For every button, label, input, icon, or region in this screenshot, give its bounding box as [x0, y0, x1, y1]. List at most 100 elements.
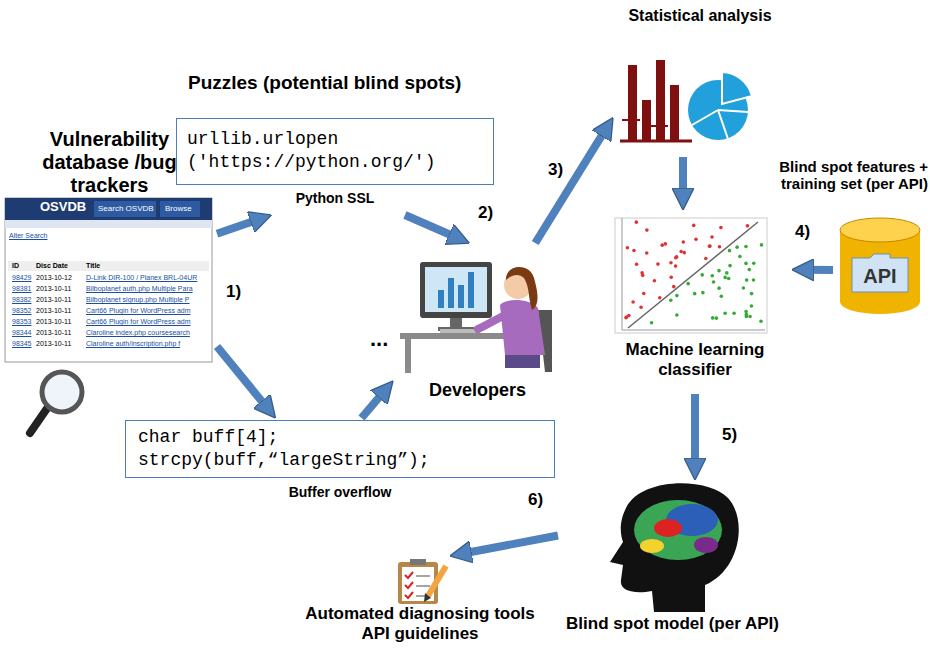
node-text: Machine learning classifier	[600, 340, 790, 379]
data-point	[631, 300, 635, 304]
data-point	[711, 316, 715, 320]
data-point	[717, 269, 721, 273]
data-point	[675, 255, 679, 259]
screenshot-banner	[5, 198, 212, 220]
table-cell: D-Link DIR-100 / Planex BRL-04UR	[86, 274, 197, 282]
data-point	[748, 315, 752, 319]
table-cell: 2013-10-11	[36, 329, 71, 337]
flow-arrow	[804, 266, 833, 274]
data-point	[700, 273, 704, 277]
data-point	[718, 245, 722, 249]
node-text: Blind spot model (per API)	[560, 614, 785, 634]
data-point	[693, 292, 697, 296]
data-point	[642, 292, 646, 296]
screenshot-tab	[160, 201, 200, 217]
data-point	[744, 245, 748, 249]
tools-node: Automated diagnosing tools API guideline…	[290, 558, 550, 648]
data-point	[640, 271, 644, 275]
table-cell: Bilboplanet signup.php Multiple P	[86, 296, 190, 304]
data-point	[650, 321, 654, 325]
data-point	[656, 262, 660, 266]
table-cell: Title	[86, 262, 100, 270]
table-cell: 98353	[12, 318, 31, 326]
callout-label: 5)	[722, 425, 737, 445]
node-text: char buff[4]; strcpy(buff,“largeString”)…	[125, 420, 555, 478]
api-database: API	[835, 215, 925, 315]
data-point	[635, 263, 639, 267]
data-point	[658, 296, 662, 300]
data-point	[752, 261, 756, 265]
model-node: Blind spot model (per API)	[560, 482, 785, 644]
data-point	[675, 294, 679, 298]
brain-model-icon	[610, 483, 739, 612]
flow-arrow	[217, 347, 268, 409]
node-text: Developers	[395, 380, 560, 401]
callout-label: Puzzles (potential blind spots)	[188, 72, 461, 94]
flow-arrow	[679, 157, 687, 198]
data-point	[738, 255, 742, 259]
data-point	[742, 286, 746, 290]
data-point	[745, 315, 749, 319]
data-point	[727, 277, 731, 281]
data-point	[735, 245, 739, 249]
table-cell: 98382	[12, 296, 31, 304]
data-point	[682, 251, 686, 255]
data-point	[750, 292, 754, 296]
table-cell: 2013-10-12	[36, 274, 72, 282]
data-point	[669, 275, 673, 279]
screenshot-frame	[5, 198, 212, 362]
callout-label: Blind spot features + training set (per …	[752, 158, 928, 193]
data-point	[728, 249, 732, 253]
table-cell: ID	[12, 262, 19, 270]
data-point	[750, 304, 754, 308]
table-cell: 98429	[12, 274, 31, 282]
data-point	[747, 268, 751, 272]
data-point	[725, 271, 729, 275]
data-point	[759, 319, 763, 323]
data-point	[704, 257, 708, 261]
table-cell: Disc Date	[36, 262, 68, 270]
puzzle-box: urllib.urlopen ('https://python.org/')Py…	[176, 118, 494, 213]
data-point	[760, 243, 764, 247]
table-cell: Bilboplanet auth.php Multiple Para	[86, 285, 193, 293]
data-point	[717, 286, 721, 290]
checklist-icon	[398, 559, 446, 604]
screenshot-header-row	[8, 261, 209, 271]
data-point	[746, 224, 750, 228]
data-point	[645, 228, 649, 232]
data-point	[710, 235, 714, 239]
data-point	[744, 310, 748, 314]
table-cell: Cart66 Plugin for WordPress adm	[86, 307, 191, 315]
data-point	[664, 242, 668, 246]
scatter-plot	[615, 218, 767, 333]
data-point	[669, 261, 673, 265]
data-point	[679, 250, 683, 254]
table-cell: OSVDB	[40, 200, 86, 215]
table-cell: Cart66 Plugin for WordPress adm	[86, 318, 191, 326]
data-point	[719, 226, 723, 230]
keyboard	[440, 329, 480, 333]
flow-arrow	[362, 390, 386, 418]
table-cell: 98381	[12, 285, 31, 293]
data-point	[669, 298, 673, 302]
callout-label: 4)	[795, 222, 810, 242]
developer-illustration	[400, 262, 552, 373]
screenshot-tab	[94, 201, 156, 217]
data-point	[732, 311, 736, 315]
table-cell: Claroline index.php coursesearch	[86, 329, 190, 337]
monitor-screen	[425, 267, 487, 312]
classifier-node: Machine learning classifier	[600, 212, 790, 392]
callout-label: 6)	[528, 490, 543, 510]
analysis-node: Statistical analysis	[615, 5, 785, 155]
table-cell: 2013-10-11	[36, 307, 71, 315]
data-point	[639, 305, 643, 309]
data-point	[627, 314, 631, 318]
flow-arrow	[217, 219, 260, 234]
magnifier-icon	[30, 372, 82, 433]
data-point	[752, 278, 756, 282]
data-point	[712, 280, 716, 284]
table-cell: 2013-10-11	[36, 285, 71, 293]
data-point	[708, 244, 712, 248]
hair	[506, 267, 538, 310]
